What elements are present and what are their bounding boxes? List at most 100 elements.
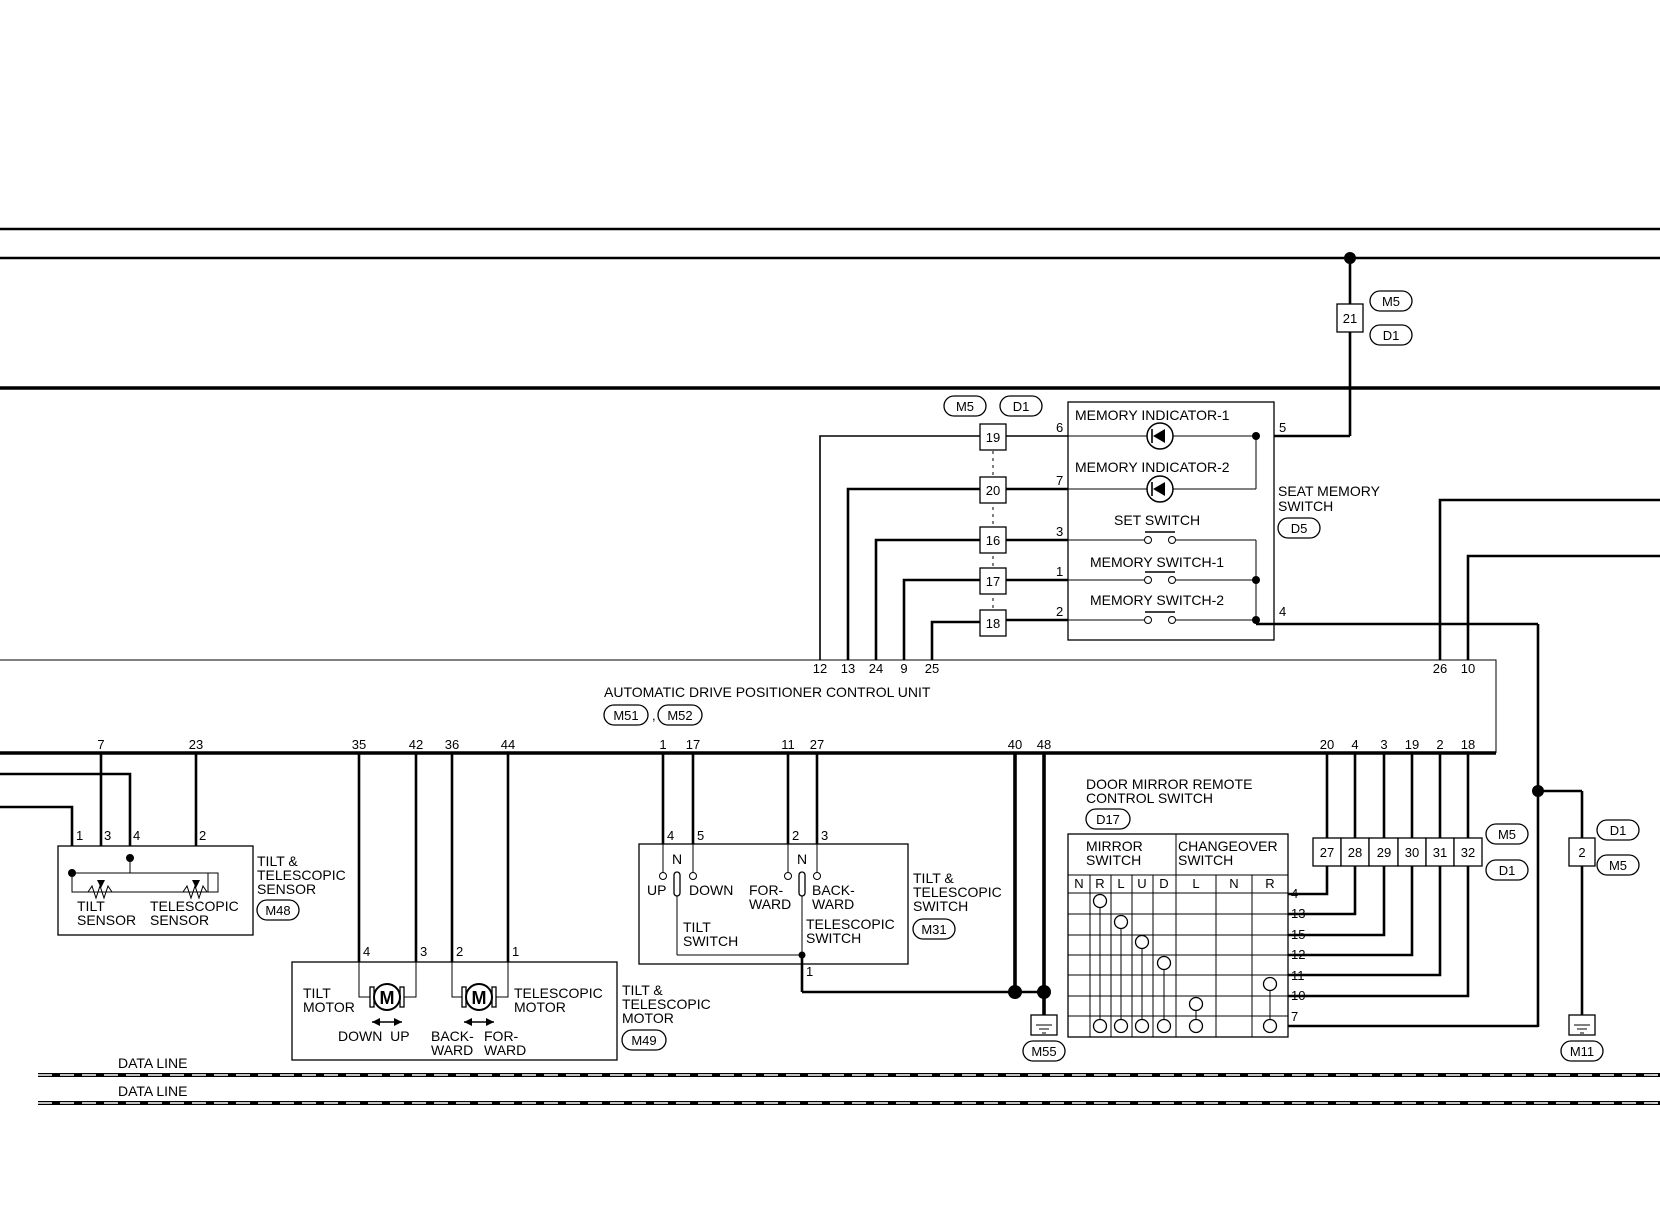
svg-text:12: 12 — [813, 661, 827, 676]
svg-text:D1: D1 — [1013, 399, 1030, 414]
svg-text:29: 29 — [1377, 845, 1391, 860]
svg-text:2: 2 — [199, 828, 206, 843]
svg-text:M51: M51 — [613, 708, 638, 723]
svg-text:17: 17 — [686, 737, 700, 752]
svg-text:3: 3 — [1056, 524, 1063, 539]
svg-text:SENSOR: SENSOR — [257, 881, 316, 897]
svg-text:MOTOR: MOTOR — [514, 999, 566, 1015]
svg-text:D1: D1 — [1383, 328, 1400, 343]
svg-text:1: 1 — [806, 964, 813, 979]
svg-text:L: L — [1192, 876, 1199, 891]
svg-text:35: 35 — [352, 737, 366, 752]
svg-text:SWITCH: SWITCH — [683, 933, 738, 949]
svg-text:MIRROR: MIRROR — [1086, 838, 1143, 854]
svg-text:N: N — [1074, 876, 1083, 891]
svg-text:SENSOR: SENSOR — [77, 912, 136, 928]
svg-text:1: 1 — [76, 828, 83, 843]
svg-text:CONTROL SWITCH: CONTROL SWITCH — [1086, 790, 1213, 806]
svg-text:M: M — [472, 988, 487, 1008]
svg-text:M5: M5 — [1498, 827, 1516, 842]
svg-text:DATA LINE: DATA LINE — [118, 1083, 188, 1099]
svg-text:27: 27 — [810, 737, 824, 752]
svg-text:FOR-: FOR- — [484, 1028, 519, 1044]
svg-text:2: 2 — [1578, 845, 1585, 860]
svg-text:TILT: TILT — [77, 898, 105, 914]
svg-text:AUTOMATIC DRIVE POSITIONER CON: AUTOMATIC DRIVE POSITIONER CONTROL UNIT — [604, 684, 931, 700]
svg-text:N: N — [797, 851, 807, 867]
tilt-telescopic-switch: 4 5 2 3 1 N N UP DOWN FOR- WARD BACK- WA… — [638, 753, 1002, 992]
svg-text:18: 18 — [1461, 737, 1475, 752]
svg-text:16: 16 — [986, 533, 1000, 548]
svg-text:TELESCOPIC: TELESCOPIC — [257, 867, 346, 883]
svg-text:4: 4 — [667, 828, 674, 843]
svg-text:9: 9 — [900, 661, 907, 676]
svg-text:DOWN UP: DOWN UP — [338, 1028, 410, 1044]
svg-text:44: 44 — [501, 737, 515, 752]
pin-21: 21 — [1343, 311, 1357, 326]
svg-text:3: 3 — [420, 944, 427, 959]
tilt-telescopic-motor: 4 3 2 1 M M TILT MOTOR TELESCOPIC MOTOR … — [291, 753, 711, 1061]
svg-text:U: U — [1137, 876, 1146, 891]
svg-text:2: 2 — [1056, 604, 1063, 619]
svg-text:40: 40 — [1008, 737, 1022, 752]
svg-text:R: R — [1095, 876, 1104, 891]
svg-text:SWITCH: SWITCH — [1178, 852, 1233, 868]
svg-text:28: 28 — [1348, 845, 1362, 860]
svg-text:3: 3 — [1380, 737, 1387, 752]
svg-text:11: 11 — [781, 737, 795, 752]
wire-ms-pin4 — [1256, 622, 1582, 1027]
svg-text:M5: M5 — [956, 399, 974, 414]
svg-text:SEAT MEMORY: SEAT MEMORY — [1278, 483, 1381, 499]
svg-text:D: D — [1159, 876, 1168, 891]
svg-text:TILT: TILT — [303, 985, 331, 1001]
svg-text:23: 23 — [189, 737, 203, 752]
svg-text:SENSOR: SENSOR — [150, 912, 209, 928]
ground-m55: M55 — [802, 753, 1066, 1062]
top-bus-lines — [0, 227, 1660, 390]
svg-text:FOR-: FOR- — [749, 882, 784, 898]
svg-text:M11: M11 — [1570, 1044, 1594, 1059]
svg-text:MEMORY SWITCH-1: MEMORY SWITCH-1 — [1090, 554, 1224, 570]
svg-text:M48: M48 — [265, 903, 290, 918]
svg-text:SWITCH: SWITCH — [1086, 852, 1141, 868]
svg-text:M55: M55 — [1031, 1044, 1056, 1059]
svg-text:26: 26 — [1433, 661, 1447, 676]
svg-text:CHANGEOVER: CHANGEOVER — [1178, 838, 1278, 854]
svg-text:18: 18 — [986, 616, 1000, 631]
svg-text:5: 5 — [1279, 420, 1286, 435]
svg-text:10: 10 — [1461, 661, 1475, 676]
svg-text:2: 2 — [792, 828, 799, 843]
svg-text:N: N — [1229, 876, 1238, 891]
svg-text:M31: M31 — [921, 922, 946, 937]
svg-text:UP: UP — [647, 882, 666, 898]
control-unit: AUTOMATIC DRIVE POSITIONER CONTROL UNIT … — [0, 659, 1497, 755]
svg-text:TILT &: TILT & — [622, 982, 663, 998]
svg-text:6: 6 — [1056, 420, 1063, 435]
seat-memory-switch: MEMORY INDICATOR-1 MEMORY INDICATOR-2 SE… — [1056, 401, 1381, 641]
svg-text:M5: M5 — [1609, 858, 1627, 873]
svg-text:7: 7 — [1056, 473, 1063, 488]
svg-text:M49: M49 — [631, 1033, 656, 1048]
svg-text:TILT: TILT — [683, 919, 711, 935]
svg-text:17: 17 — [986, 574, 1000, 589]
joint-connector-far-right: 2 D1 M5 — [1568, 791, 1640, 1015]
svg-text:MOTOR: MOTOR — [622, 1010, 674, 1026]
svg-text:TELESCOPIC: TELESCOPIC — [913, 884, 1002, 900]
svg-text:TELESCOPIC: TELESCOPIC — [622, 996, 711, 1012]
joint-connector-right: 27 28 29 30 31 32 M5 D1 — [1288, 753, 1538, 1028]
svg-text:36: 36 — [445, 737, 459, 752]
svg-text:D5: D5 — [1291, 521, 1308, 536]
svg-text:27: 27 — [1320, 845, 1334, 860]
svg-text:30: 30 — [1405, 845, 1419, 860]
svg-text:MEMORY INDICATOR-1: MEMORY INDICATOR-1 — [1075, 407, 1230, 423]
svg-text:1: 1 — [1056, 564, 1063, 579]
svg-text:L: L — [1117, 876, 1124, 891]
svg-text:25: 25 — [925, 661, 939, 676]
data-lines: DATA LINE DATA LINE — [38, 1055, 1660, 1105]
svg-text:SWITCH: SWITCH — [1278, 498, 1333, 514]
svg-text:4: 4 — [1279, 604, 1286, 619]
svg-text:20: 20 — [986, 483, 1000, 498]
svg-text:DOOR MIRROR REMOTE: DOOR MIRROR REMOTE — [1086, 776, 1252, 792]
svg-text:MEMORY INDICATOR-2: MEMORY INDICATOR-2 — [1075, 459, 1230, 475]
joint-connector-left: M5 D1 19 20 16 17 18 — [943, 395, 1043, 637]
